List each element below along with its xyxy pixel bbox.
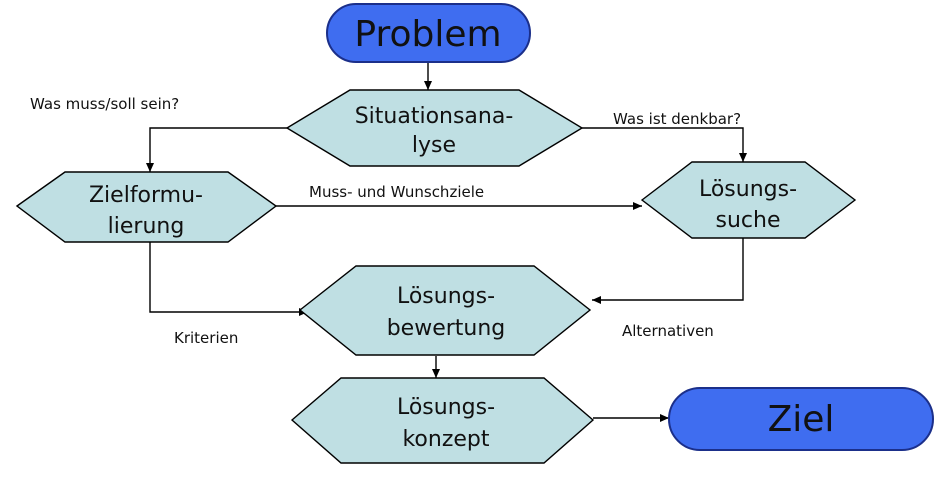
node-loesungskonzept-line2: konzept: [402, 427, 489, 452]
node-zielformulierung-line1: Zielformu-: [89, 183, 203, 208]
node-loesungskonzept-line1: Lösungs-: [397, 395, 495, 420]
node-loesungssuche-line1: Lösungs-: [699, 177, 797, 202]
node-problem: Problem: [326, 3, 531, 63]
arrow-loesungssuche-to-bewertung: [592, 238, 744, 304]
terminal-shape: [326, 3, 531, 63]
node-ziel-label: Ziel: [768, 399, 835, 440]
edge-label-was-denkbar: Was ist denkbar?: [613, 110, 741, 128]
arrow-analyse-to-loesungssuche: [582, 127, 747, 162]
hexagon-shape: [15, 171, 278, 243]
hexagon-shape: [640, 161, 857, 239]
edge-label-muss-wunsch: Muss- und Wunschziele: [309, 183, 484, 201]
terminal-shape: [668, 387, 934, 451]
node-loesungssuche: Lösungs- suche: [640, 161, 857, 239]
arrow-analyse-to-zielformulierung: [146, 127, 287, 172]
node-zielformulierung-line2: lierung: [108, 214, 185, 239]
node-situationsanalyse-line1: Situationsana-: [355, 104, 514, 129]
node-zielformulierung: Zielformu- lierung: [15, 171, 278, 243]
hexagon-shape: [298, 265, 592, 356]
edge-labels: Was muss/soll sein? Was ist denkbar? Mus…: [30, 95, 741, 347]
node-problem-label: Problem: [354, 14, 501, 55]
edge-label-alternativen: Alternativen: [622, 322, 714, 340]
node-loesungssuche-line2: suche: [716, 208, 781, 233]
node-loesungsbewertung: Lösungs- bewertung: [298, 265, 592, 356]
node-ziel: Ziel: [668, 387, 934, 451]
node-situationsanalyse: Situationsana- lyse: [285, 89, 584, 167]
edge-label-was-muss: Was muss/soll sein?: [30, 95, 179, 113]
node-loesungsbewertung-line1: Lösungs-: [397, 284, 495, 309]
arrow-zielformulierung-to-bewertung: [149, 242, 308, 316]
edge-label-kriterien: Kriterien: [174, 329, 238, 347]
hexagon-shape: [285, 89, 584, 167]
connectors: [146, 62, 747, 422]
hexagon-shape: [290, 377, 595, 464]
node-situationsanalyse-line2: lyse: [412, 133, 456, 158]
node-loesungskonzept: Lösungs- konzept: [290, 377, 595, 464]
node-loesungsbewertung-line2: bewertung: [387, 316, 506, 341]
